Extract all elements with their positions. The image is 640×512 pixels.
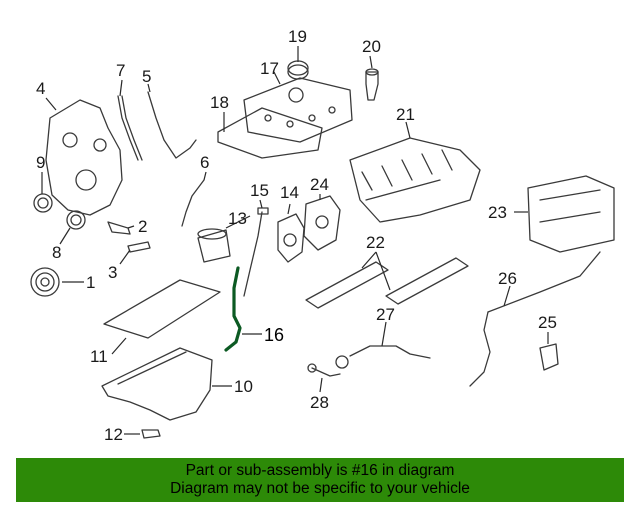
callout-13: 13 bbox=[228, 209, 247, 228]
callout-27: 27 bbox=[376, 305, 395, 324]
banner-line-disclaimer: Diagram may not be specific to your vehi… bbox=[170, 480, 470, 497]
parts-diagram: 19 20 7 5 17 4 18 21 6 9 15 14 24 23 13 … bbox=[30, 27, 615, 444]
part-intake-manifold bbox=[349, 137, 481, 223]
callout-14: 14 bbox=[280, 183, 299, 202]
part-oil-pan-gasket bbox=[103, 279, 221, 339]
callout-18: 18 bbox=[210, 93, 229, 112]
callout-25: 25 bbox=[538, 313, 557, 332]
callout-4: 4 bbox=[36, 79, 45, 98]
callout-19: 19 bbox=[288, 27, 307, 46]
callout-24: 24 bbox=[310, 175, 329, 194]
part-valve-cover-gasket bbox=[217, 107, 323, 159]
callout-16: 16 bbox=[264, 325, 284, 345]
part-valve-cover bbox=[243, 77, 353, 143]
part-sensor-28 bbox=[307, 363, 341, 377]
callout-2: 2 bbox=[138, 217, 147, 236]
callout-7: 7 bbox=[116, 61, 125, 80]
callout-12: 12 bbox=[104, 425, 123, 444]
part-water-pump bbox=[277, 213, 305, 263]
part-dipstick bbox=[243, 207, 269, 297]
callout-21: 21 bbox=[396, 105, 415, 124]
part-oil-pan bbox=[101, 347, 213, 421]
callout-20: 20 bbox=[362, 37, 381, 56]
callout-3: 3 bbox=[108, 263, 117, 282]
part-thermostat-housing bbox=[303, 195, 341, 251]
part-sensor-wire bbox=[335, 345, 431, 369]
part-sensor-2 bbox=[107, 221, 131, 235]
callout-26: 26 bbox=[498, 269, 517, 288]
callout-1: 1 bbox=[86, 273, 95, 292]
part-sensor-3 bbox=[127, 241, 151, 253]
part-tube-5 bbox=[147, 91, 197, 159]
part-dipstick-tube-7 bbox=[117, 95, 143, 161]
part-front-seal bbox=[66, 210, 86, 230]
part-sensor-25 bbox=[539, 343, 559, 371]
callout-22: 22 bbox=[366, 233, 385, 252]
part-bracket bbox=[527, 175, 615, 253]
part-dipstick-tube-16 bbox=[224, 266, 242, 352]
leader-lines bbox=[41, 46, 549, 435]
part-drain-plug bbox=[141, 429, 161, 439]
part-intake-gaskets bbox=[305, 257, 469, 309]
part-oil-filter bbox=[197, 228, 231, 263]
part-oil-cap bbox=[287, 60, 309, 80]
part-timing-cover bbox=[45, 99, 123, 216]
callout-17: 17 bbox=[260, 59, 279, 78]
callout-10: 10 bbox=[234, 377, 253, 396]
part-seal bbox=[33, 193, 53, 213]
callout-11: 11 bbox=[90, 347, 108, 366]
callout-9: 9 bbox=[36, 153, 45, 172]
part-breather bbox=[365, 68, 379, 101]
callout-28: 28 bbox=[310, 393, 329, 412]
banner-line-part: Part or sub-assembly is #16 in diagram bbox=[185, 462, 455, 479]
callout-23: 23 bbox=[488, 203, 507, 222]
info-banner: Part or sub-assembly is #16 in diagram D… bbox=[16, 458, 624, 502]
part-wiring-harness bbox=[469, 251, 601, 387]
part-crank-pulley bbox=[30, 267, 60, 297]
callout-6: 6 bbox=[200, 153, 209, 172]
callout-8: 8 bbox=[52, 243, 61, 262]
callout-15: 15 bbox=[250, 181, 269, 200]
callout-5: 5 bbox=[142, 67, 151, 86]
part-tube-6 bbox=[181, 179, 205, 227]
